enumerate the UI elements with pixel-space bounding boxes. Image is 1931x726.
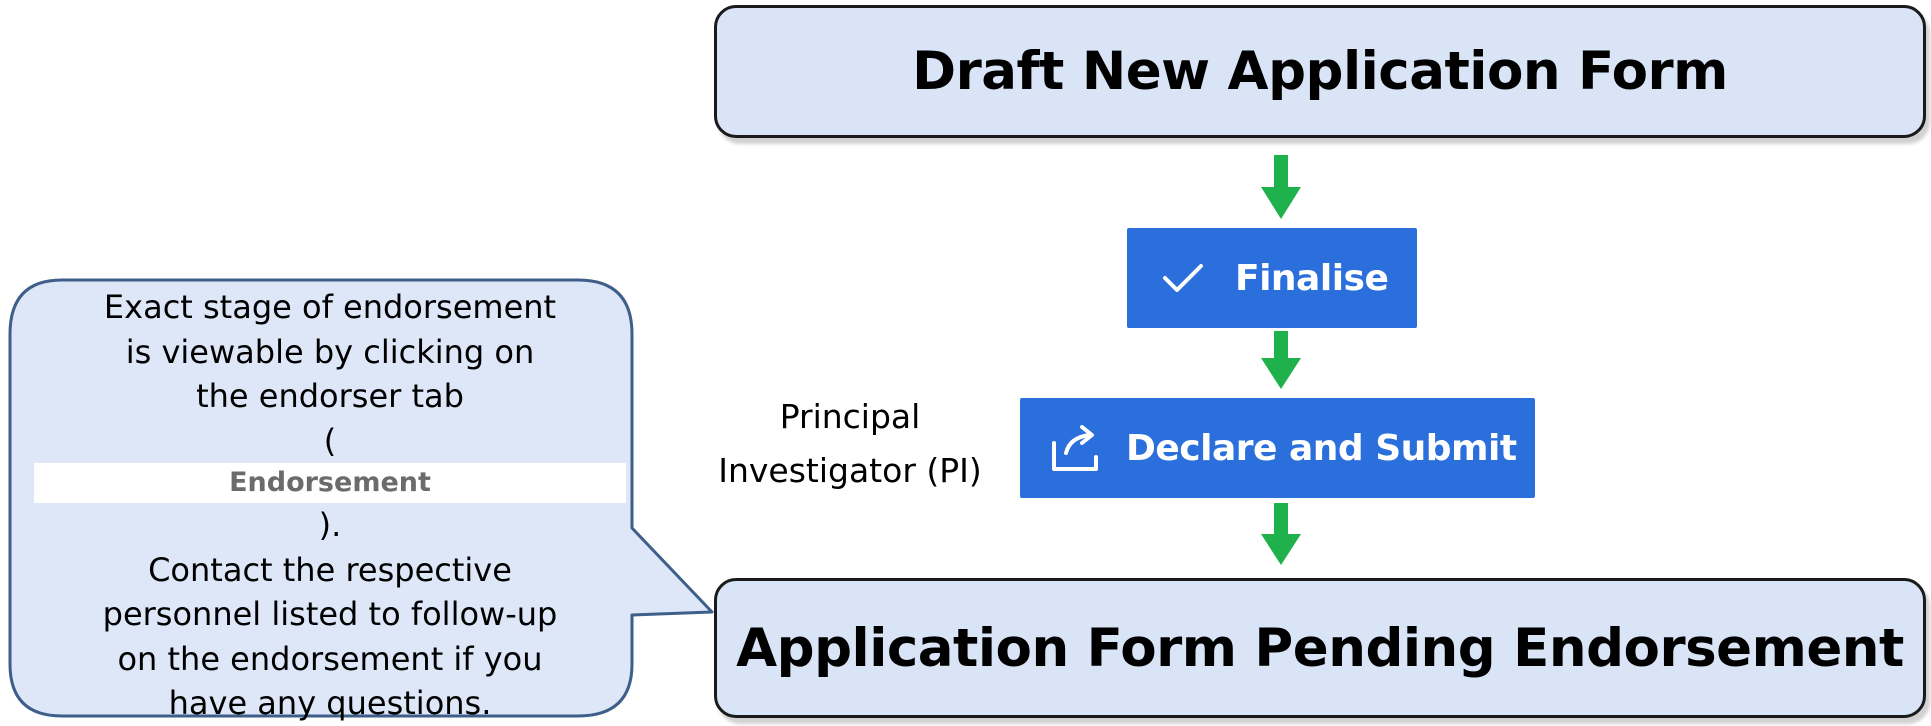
finalise-button-label: Finalise — [1235, 257, 1389, 299]
stage-draft-new-application: Draft New Application Form — [714, 5, 1926, 138]
callout-tab-line: ( Endorsement ). — [30, 419, 630, 548]
paren-open: ( — [323, 421, 337, 460]
finalise-button[interactable]: Finalise — [1127, 228, 1417, 328]
stage-pending-label: Application Form Pending Endorsement — [736, 617, 1904, 679]
callout-line: personnel listed to follow-up — [102, 595, 558, 633]
paren-close: ). — [318, 506, 342, 544]
stage-pending-endorsement: Application Form Pending Endorsement — [714, 578, 1926, 718]
callout-text: Exact stage of endorsement is viewable b… — [30, 285, 630, 726]
endorsement-tab-chip: Endorsement — [34, 463, 626, 503]
flow-arrow-down-icon — [1261, 155, 1301, 219]
flow-arrow-down-icon — [1261, 503, 1301, 565]
callout-line: have any questions. — [168, 684, 492, 722]
declare-and-submit-button-label: Declare and Submit — [1126, 427, 1517, 469]
declare-and-submit-button[interactable]: Declare and Submit — [1020, 398, 1535, 498]
role-line-2: Investigator (PI) — [718, 451, 982, 490]
principal-investigator-label: Principal Investigator (PI) — [690, 390, 1010, 498]
submit-tray-icon — [1052, 425, 1098, 471]
callout-line: Exact stage of endorsement — [103, 288, 557, 326]
role-line-1: Principal — [779, 397, 921, 436]
callout-line: is viewable by clicking on — [125, 332, 535, 371]
stage-draft-label: Draft New Application Form — [912, 41, 1728, 102]
callout-line: on the endorsement if you — [117, 639, 543, 678]
checkmark-icon — [1163, 264, 1203, 292]
flow-arrow-down-icon — [1261, 331, 1301, 389]
callout-line: Contact the respective — [148, 550, 512, 589]
callout-line: the endorser tab — [196, 377, 464, 415]
